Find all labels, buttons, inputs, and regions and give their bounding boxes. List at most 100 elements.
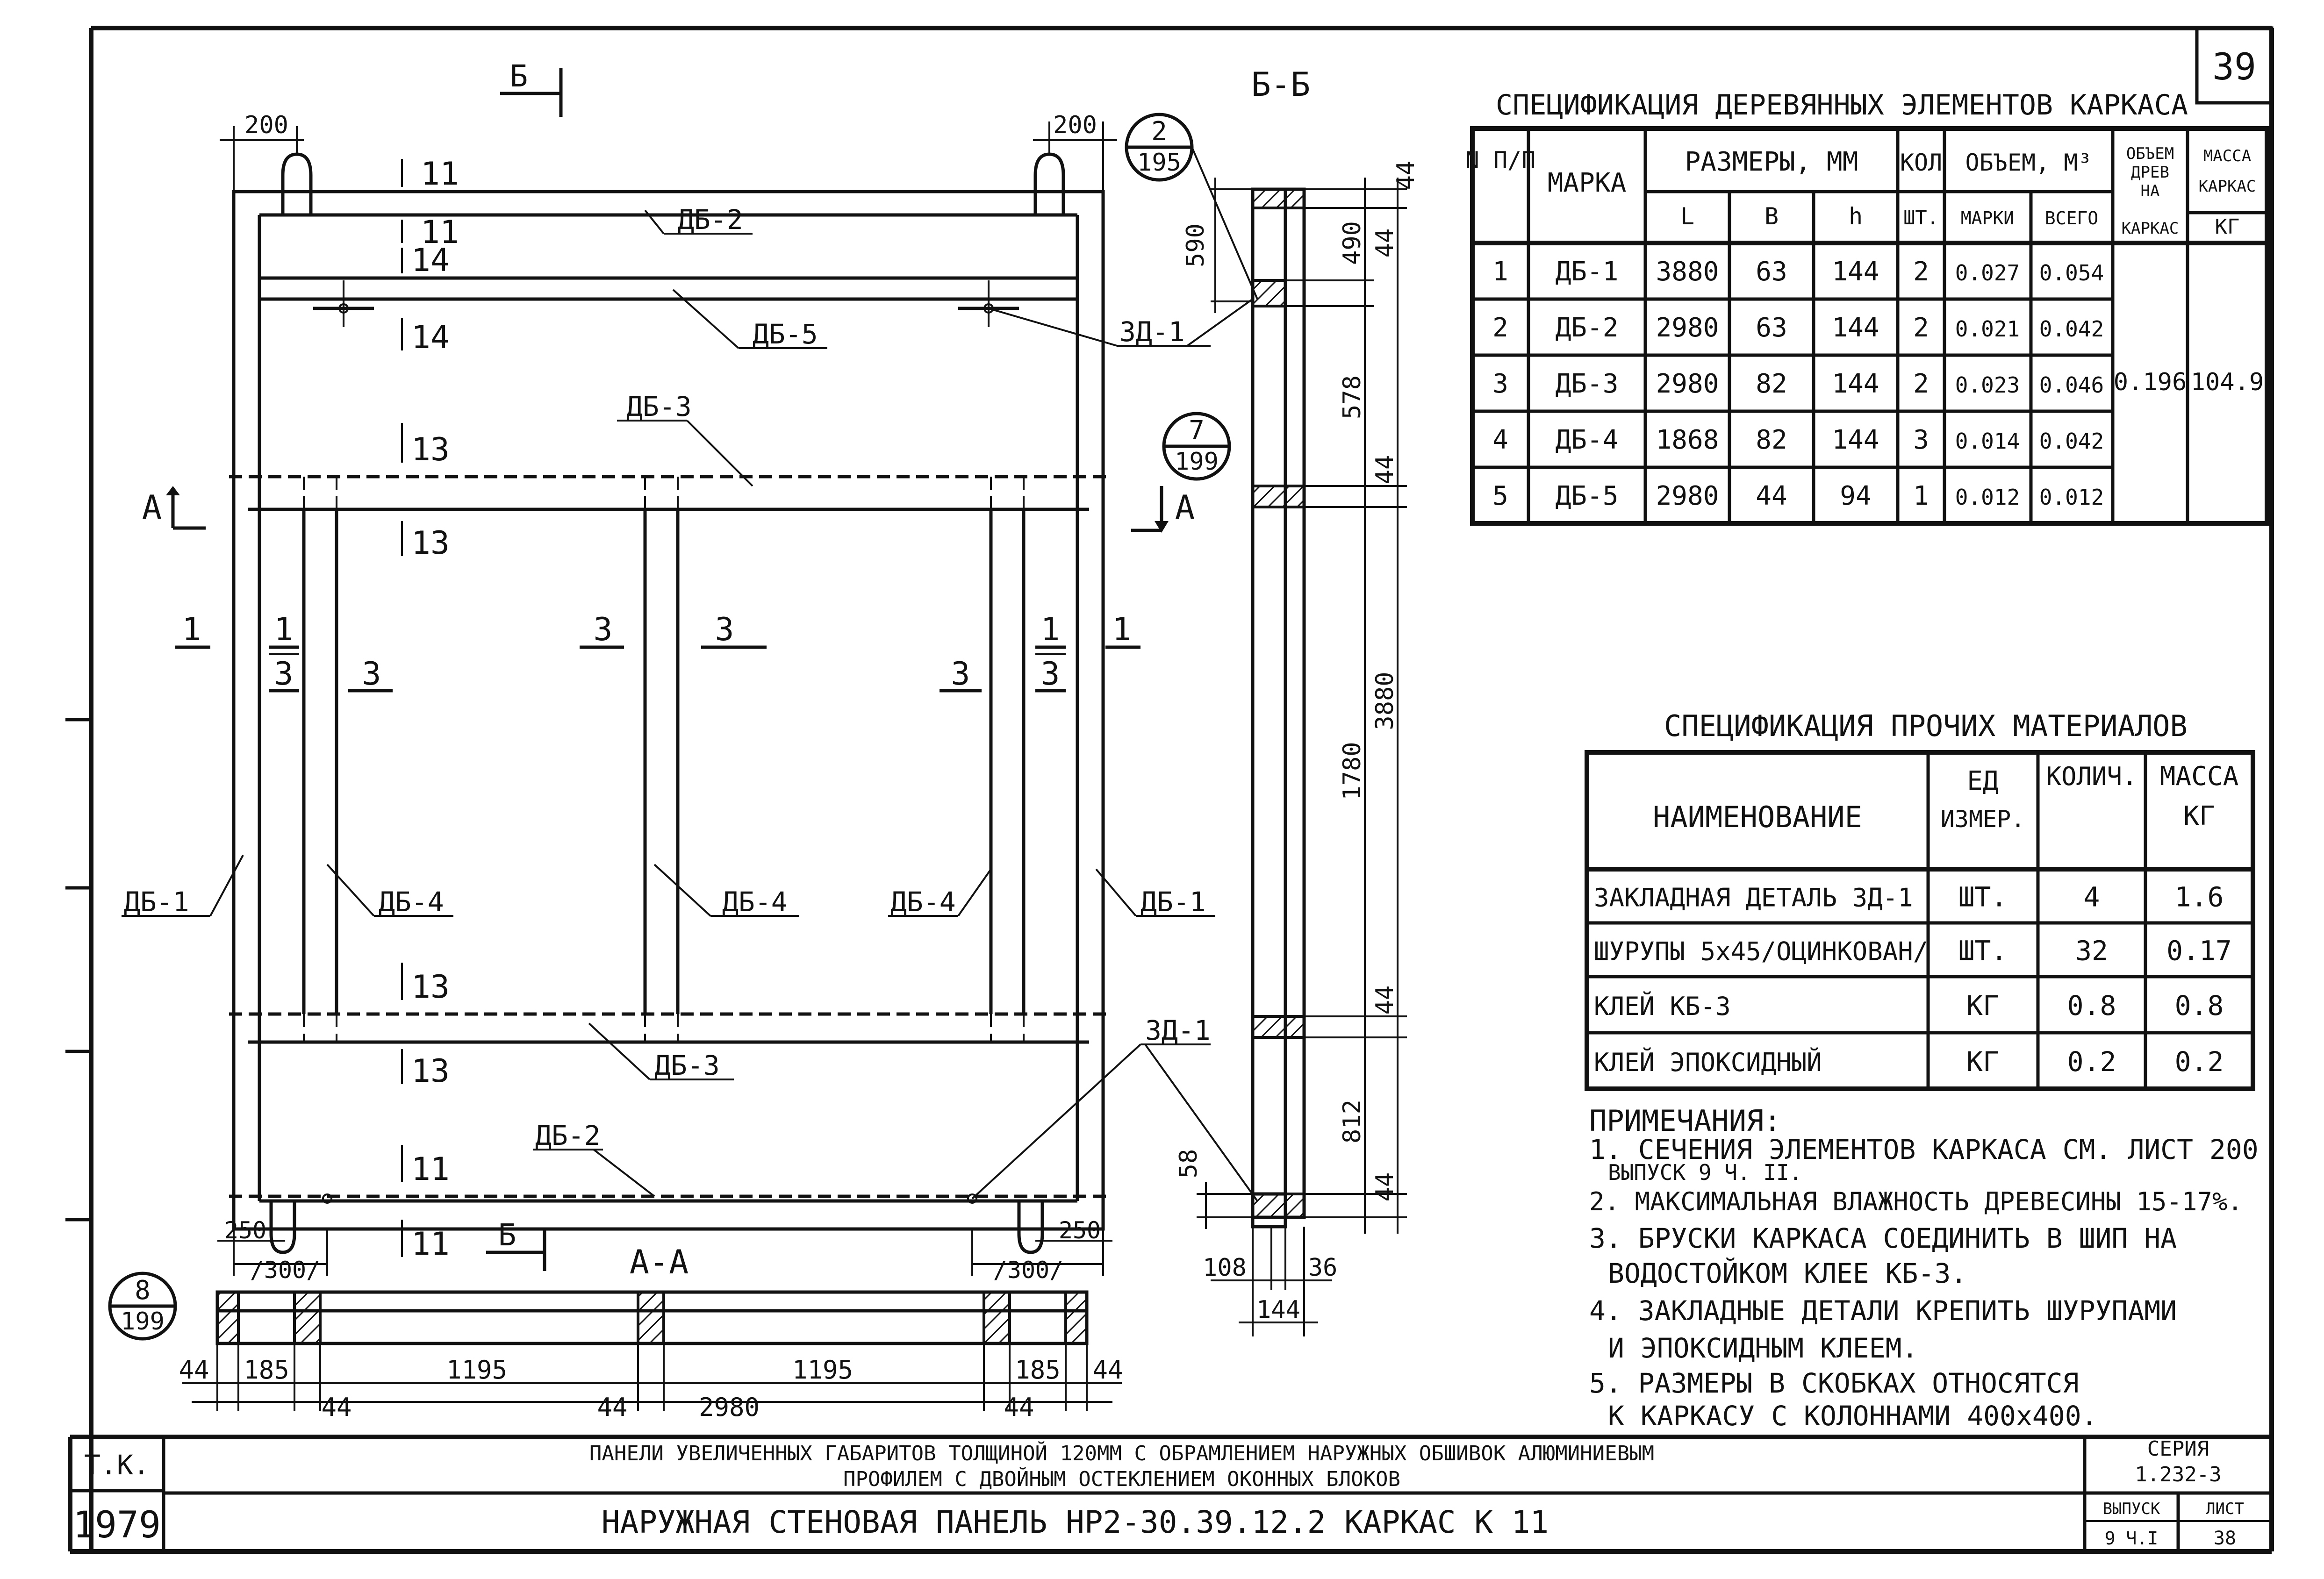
series-value: 1.232-3 [2135, 1463, 2221, 1486]
spec-wood-cell-mark: ДБ-1 [1556, 257, 1619, 287]
note-3a: 3. БРУСКИ КАРКАСА СОЕДИНИТЬ В ШИП НА [1589, 1222, 2177, 1254]
spec-other-cell-mass: 1.6 [2175, 881, 2224, 913]
spec-wood-cell-L: 2980 [1656, 481, 1719, 511]
drawing-sec-1: 1 [182, 611, 201, 648]
spec-other-cell-qty: 0.8 [2067, 990, 2116, 1022]
spec-wood-cell-total: 0.012 [2039, 485, 2104, 510]
dim-590: 590 [1182, 223, 1210, 267]
drawing-sec-3: 3 [594, 611, 613, 648]
member-db4-center [643, 477, 680, 1042]
spec-other-cell-qty: 4 [2084, 881, 2100, 913]
dim-44-e: 44 [1371, 1172, 1399, 1202]
drawing-sec-1: 1 [274, 611, 294, 648]
spec-wood-header-small: ОБЪЕМ ДРЕВ НА КАРКАС МАССА КАРКАС [2122, 144, 2256, 238]
spec-wood-cell-total: 0.046 [2039, 372, 2104, 398]
title-line-2: ПРОФИЛЕМ С ДВОЙНЫМ ОСТЕКЛЕНИЕМ ОКОННЫХ Б… [843, 1466, 1400, 1491]
dim-1780: 1780 [1338, 742, 1366, 800]
spec-wood-header: N П/П МАРКА РАЗМЕРЫ, ММ L В h КОЛ ШТ. ОБ… [1465, 147, 2240, 239]
title-block: Т.К. 1979 ПАНЕЛИ УВЕЛИЧЕННЫХ ГАБАРИТОВ Т… [68, 1435, 2272, 1551]
spec-wood-table: СПЕЦИФИКАЦИЯ ДЕРЕВЯННЫХ ЭЛЕМЕНТОВ КАРКАС… [1465, 89, 2269, 526]
drawing-sec-11: 11 [411, 1226, 450, 1263]
drawing-sec-1: 1 [1041, 611, 1060, 648]
drawing-dim-144: 144 [1256, 1296, 1300, 1324]
spec-other-cell-unit: КГ [1966, 1046, 1999, 1078]
member-db4-left [302, 477, 338, 1042]
detail-ref-8-199: 8 199 [108, 1272, 177, 1341]
drawing-sec-14: 14 [411, 319, 450, 356]
drawing-sec-3: 3 [274, 656, 294, 693]
drawing-cut-b: Б [510, 59, 528, 94]
spec-wood-cell-vol: 0.023 [1955, 372, 2020, 398]
spec-wood-cell-mark: ДБ-2 [1556, 313, 1619, 343]
spec-wood-cell-n: 5 [1492, 481, 1508, 511]
drawing-dim-200: 200 [1053, 111, 1097, 139]
spec-wood-cell-vol: 0.012 [1955, 485, 2020, 510]
spec-other-header-unit-2: ИЗМЕР. [1941, 806, 2025, 833]
spec-other-header-mass-2: КГ [2183, 801, 2215, 831]
spec-other-cell-name: КЛЕЙ ЭПОКСИДНЫЙ [1594, 1048, 1822, 1077]
drawing-dim-108: 108 [1203, 1254, 1247, 1282]
spec-wood-cell-n: 2 [1492, 313, 1508, 343]
spec-other-cell-qty: 32 [2075, 935, 2108, 967]
spec-wood-cell-vol: 0.027 [1955, 260, 2020, 286]
drawing-dim-1195: 1195 [792, 1355, 853, 1385]
spec-wood-cell-h: 94 [1840, 481, 1871, 511]
spec-wood-cell-mark: ДБ-4 [1556, 425, 1619, 455]
drawing-dim-250: 250 [224, 1217, 266, 1244]
spec-other-header-mass-1: МАССА [2160, 761, 2239, 792]
section-cut-bb-bottom: Б [486, 1218, 546, 1271]
note-3b: ВОДОСТОЙКОМ КЛЕЕ КБ-3. [1608, 1257, 1967, 1289]
drawing-dim-44: 44 [597, 1393, 627, 1422]
title-line-1: ПАНЕЛИ УВЕЛИЧЕННЫХ ГАБАРИТОВ ТОЛЩИНОЙ 12… [589, 1441, 1654, 1465]
spec-wood-headers-num: N П/П [1465, 147, 1536, 174]
spec-wood-cell-vol: 0.014 [1955, 429, 2020, 454]
drawing-ref-7-bot: 199 [1175, 448, 1219, 476]
notes: ПРИМЕЧАНИЯ: 1. СЕЧЕНИЯ ЭЛЕМЕНТОВ КАРКАСА… [1589, 1104, 2259, 1432]
drawing-dim-2980: 2980 [699, 1393, 760, 1422]
drawing-sec-11: 11 [411, 1151, 450, 1188]
section-bb-outline [1251, 187, 1306, 1219]
spec-wood-cell-qty: 3 [1913, 425, 1929, 455]
drawing-dim-300: /300/ [993, 1257, 1064, 1284]
spec-wood-cell-B: 82 [1756, 369, 1787, 399]
spec-wood-cell-n: 1 [1492, 257, 1508, 287]
drawing-sec-3: 3 [362, 656, 381, 693]
spec-wood-headers-vol: ОБЪЕМ, М³ [1965, 149, 2092, 176]
drawing-dim-44: 44 [1004, 1393, 1034, 1422]
lifting-loop-top-right [1033, 152, 1065, 215]
issue-value: 9 Ч.I [2105, 1528, 2158, 1549]
spec-wood-cell-n: 3 [1492, 369, 1508, 399]
drawing-dim-44: 44 [321, 1393, 351, 1422]
spec-other-table: СПЕЦИФИКАЦИЯ ПРОЧИХ МАТЕРИАЛОВ НАИМЕНОВА… [1585, 709, 2255, 1091]
drawing-sec-13: 13 [411, 1053, 450, 1090]
spec-wood-title: СПЕЦИФИКАЦИЯ ДЕРЕВЯННЫХ ЭЛЕМЕНТОВ КАРКАС… [1496, 89, 2188, 121]
drawing-sec-3: 3 [951, 656, 970, 693]
list-label: ЛИСТ [2206, 1500, 2244, 1518]
drawing-sec-3: 3 [715, 611, 734, 648]
spec-other-cell-unit: ШТ. [1958, 881, 2008, 913]
spec-wood-frame-volume: 0.196 [2114, 368, 2187, 396]
spec-wood-cell-qty: 2 [1913, 313, 1929, 343]
label-db3-lower: ДБ-3 [654, 1050, 720, 1081]
section-fraction-marks: 1 1 3 3 3 3 3 1 3 1 [175, 611, 1140, 693]
label-db1-right: ДБ-1 [1140, 886, 1206, 918]
sheet-border [65, 26, 2274, 1554]
dim-44-d: 44 [1371, 986, 1399, 1015]
spec-wood-frame-mass: 104.9 [2191, 368, 2264, 396]
section-cut-bb-top: Б [500, 59, 563, 117]
svg-text:ДРЕВ: ДРЕВ [2131, 163, 2169, 182]
spec-other-header-qty: КОЛИЧ. [2046, 762, 2137, 791]
spec-wood-headers-B: В [1765, 203, 1779, 230]
section-aa-dims: 44 185 44 1195 44 2980 1195 44 185 44 [179, 1343, 1123, 1422]
note-2: 2. МАКСИМАЛЬНАЯ ВЛАЖНОСТЬ ДРЕВЕСИНЫ 15-1… [1589, 1187, 2243, 1216]
drawing-sec-1: 1 [1112, 611, 1132, 648]
dim-250-bottom: 250 /300/ 250 /300/ [217, 1217, 1112, 1284]
note-5a: 5. РАЗМЕРЫ В СКОБКАХ ОТНОСЯТСЯ [1589, 1367, 2079, 1399]
notes-title: ПРИМЕЧАНИЯ: [1589, 1104, 1781, 1138]
spec-wood-cell-B: 44 [1756, 481, 1787, 511]
label-db3-upper: ДБ-3 [626, 391, 692, 422]
spec-other-title: СПЕЦИФИКАЦИЯ ПРОЧИХ МАТЕРИАЛОВ [1664, 709, 2188, 743]
drawing-sec-3: 3 [1041, 656, 1060, 693]
drawing-sec-11: 11 [421, 156, 459, 193]
